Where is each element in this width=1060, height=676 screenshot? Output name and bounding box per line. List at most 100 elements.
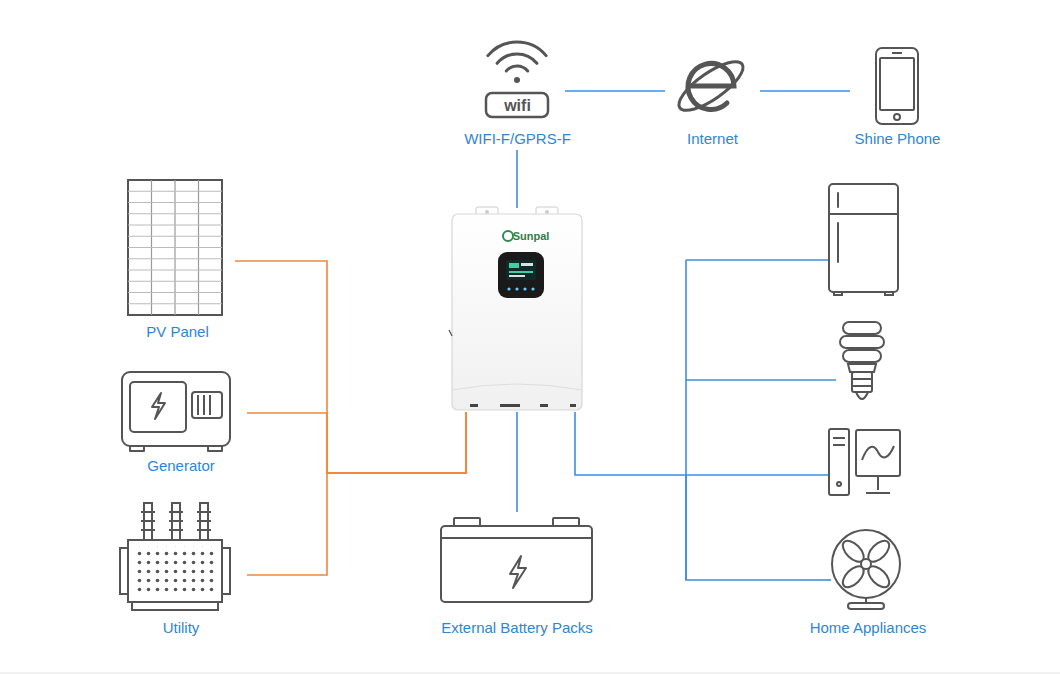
generator-icon	[130, 446, 144, 451]
inverter-unit	[452, 384, 582, 390]
node-label: Internet	[687, 130, 738, 148]
generator-icon	[208, 446, 222, 451]
inverter-unit	[570, 404, 576, 407]
connector-line	[247, 412, 466, 575]
fridge-icon	[837, 223, 839, 262]
computer-icon	[829, 429, 849, 495]
appliance-branch-wires	[686, 259, 828, 261]
appliance-group: Home Appliances	[800, 175, 936, 640]
node-label: Sunpal	[513, 230, 550, 243]
fan-icon	[848, 603, 884, 609]
wifi-icon	[486, 93, 548, 117]
fridge-icon	[834, 292, 842, 295]
bottom-rule	[0, 673, 1060, 674]
bulb-icon	[840, 322, 884, 399]
battery-icon	[441, 537, 592, 539]
node-label: wifi	[504, 96, 531, 115]
inverter-unit	[498, 252, 544, 298]
inverter-unit	[531, 287, 534, 290]
network-module: wifiWIFI-F/GPRS-F	[470, 35, 565, 150]
inverter-unit	[507, 287, 510, 290]
generator-icon	[122, 372, 230, 446]
generator-icon	[192, 392, 222, 418]
utility-icon	[120, 503, 230, 610]
node-label: Shine Phone	[855, 130, 941, 148]
fan-icon	[832, 530, 900, 609]
node-label: PV Panel	[146, 323, 209, 341]
inverter-unit	[509, 271, 533, 273]
inverter-unit	[452, 214, 582, 410]
battery-icon	[441, 526, 592, 602]
pv-source: PV Panel	[120, 175, 235, 345]
phone-icon	[880, 58, 914, 110]
internet-icon	[672, 54, 749, 119]
pv-panel-icon	[128, 191, 222, 304]
inverter-unit	[503, 231, 513, 241]
inverter-unit	[509, 275, 525, 277]
node-label: Utility	[163, 619, 200, 637]
inverter-unit	[506, 260, 536, 280]
utility-icon	[128, 540, 222, 602]
bulb-icon	[852, 372, 872, 392]
connector-line	[516, 412, 518, 512]
connector-line	[565, 90, 665, 92]
inverter-box: Sunpal	[452, 208, 582, 412]
utility-icon	[141, 512, 211, 530]
wifi-icon	[506, 66, 527, 71]
connector-line	[516, 150, 518, 208]
utility-icon	[222, 548, 230, 594]
inverter-unit	[521, 263, 533, 266]
computer-icon	[856, 430, 900, 476]
pv-panel-icon	[128, 180, 222, 315]
inverter-unit	[449, 207, 582, 410]
appliance-branch-wires	[800, 579, 831, 581]
battery-icon	[441, 518, 592, 602]
computer-icon	[829, 429, 900, 495]
node-label: WIFI-F/GPRS-F	[464, 130, 571, 148]
fan-icon	[832, 530, 900, 598]
inverter-unit	[540, 404, 548, 407]
appliance-branch-wires	[686, 260, 836, 580]
computer-icon	[866, 492, 890, 494]
inverter-unit	[449, 330, 452, 336]
battery-pack: External Battery Packs	[432, 512, 602, 640]
appliance-branch-wires	[686, 474, 828, 476]
connector-line	[247, 412, 466, 473]
connector-line	[760, 90, 850, 92]
phone-icon	[892, 52, 902, 54]
generator-icon	[152, 393, 165, 419]
pv-panel-icon	[128, 180, 222, 315]
inverter-unit	[509, 263, 519, 268]
generator-icon	[122, 372, 230, 451]
generator-icon	[130, 382, 186, 432]
node-label: Home Appliances	[810, 619, 927, 637]
computer-icon	[833, 438, 845, 445]
bulb-icon	[848, 364, 876, 372]
battery-icon	[454, 518, 480, 526]
computer-icon	[877, 476, 879, 490]
bulb-icon	[840, 336, 884, 348]
phone-icon	[876, 48, 918, 124]
inverter-unit	[500, 404, 520, 407]
utility-source: Utility	[115, 495, 247, 640]
bulb-icon	[856, 392, 868, 399]
bulb-icon	[852, 379, 872, 386]
inverter-unit	[523, 287, 526, 290]
fan-icon	[861, 559, 871, 569]
generator-source: Generator	[115, 365, 247, 477]
internet-icon	[672, 54, 749, 119]
utility-icon	[132, 602, 218, 610]
wifi-icon	[497, 54, 537, 63]
connector-line	[235, 261, 466, 473]
phone-icon	[876, 48, 918, 124]
bulb-icon	[843, 322, 881, 334]
computer-icon	[862, 446, 894, 460]
fridge-icon	[829, 213, 898, 215]
inverter-unit	[515, 287, 518, 290]
fridge-icon	[829, 184, 898, 295]
utility-icon	[134, 546, 216, 596]
appliance-branch-wires	[686, 379, 836, 381]
phone-app: Shine Phone	[850, 40, 945, 150]
